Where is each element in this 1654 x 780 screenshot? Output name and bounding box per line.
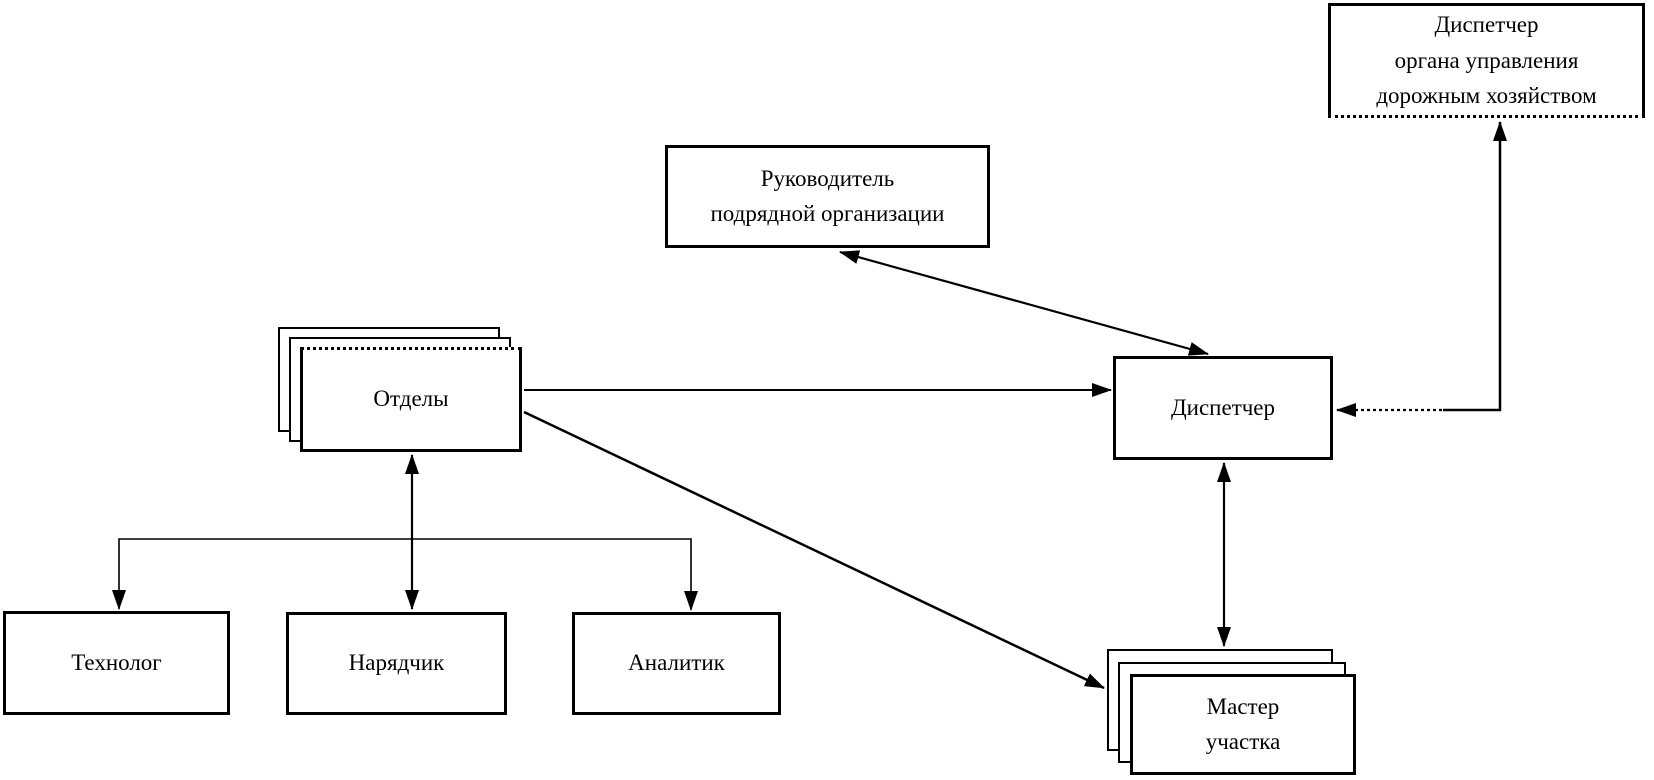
node-work-order-clerk: Нарядчик <box>286 612 507 715</box>
node-dispatcher-authority: Диспетчер органа управления дорожным хоз… <box>1328 3 1645 118</box>
node-dispatcher: Диспетчер <box>1113 356 1333 460</box>
node-departments-label: Отделы <box>373 386 449 412</box>
edge-head-contractor-dispatcher <box>839 250 1209 356</box>
node-dispatcher-authority-line1: Диспетчер <box>1434 12 1539 38</box>
node-technologist-label: Технолог <box>71 649 162 675</box>
node-head-contractor-line1: Руководитель <box>760 166 895 191</box>
node-site-foreman-line2: участка <box>1205 728 1281 754</box>
node-work-order-clerk-label: Нарядчик <box>348 650 445 676</box>
edge-departments-technologist-analyst <box>112 538 698 611</box>
node-analyst-label: Аналитик <box>628 650 725 676</box>
edge-dispatcher-authority-dispatcher <box>1443 121 1507 412</box>
node-departments: Отделы <box>300 347 522 452</box>
node-dispatcher-authority-line2: органа управления <box>1394 47 1579 73</box>
node-dispatcher-label: Диспетчер <box>1170 394 1276 420</box>
node-technologist: Технолог <box>3 611 230 715</box>
node-dispatcher-authority-line3: дорожным хозяйством <box>1376 83 1597 109</box>
node-head-contractor: Руководитель подрядной организации <box>665 145 990 248</box>
node-site-foreman-line1: Мастер <box>1206 694 1280 719</box>
node-head-contractor-line2: подрядной организации <box>710 200 945 226</box>
node-site-foreman: Мастер участка <box>1130 674 1356 775</box>
node-analyst: Аналитик <box>572 612 781 715</box>
